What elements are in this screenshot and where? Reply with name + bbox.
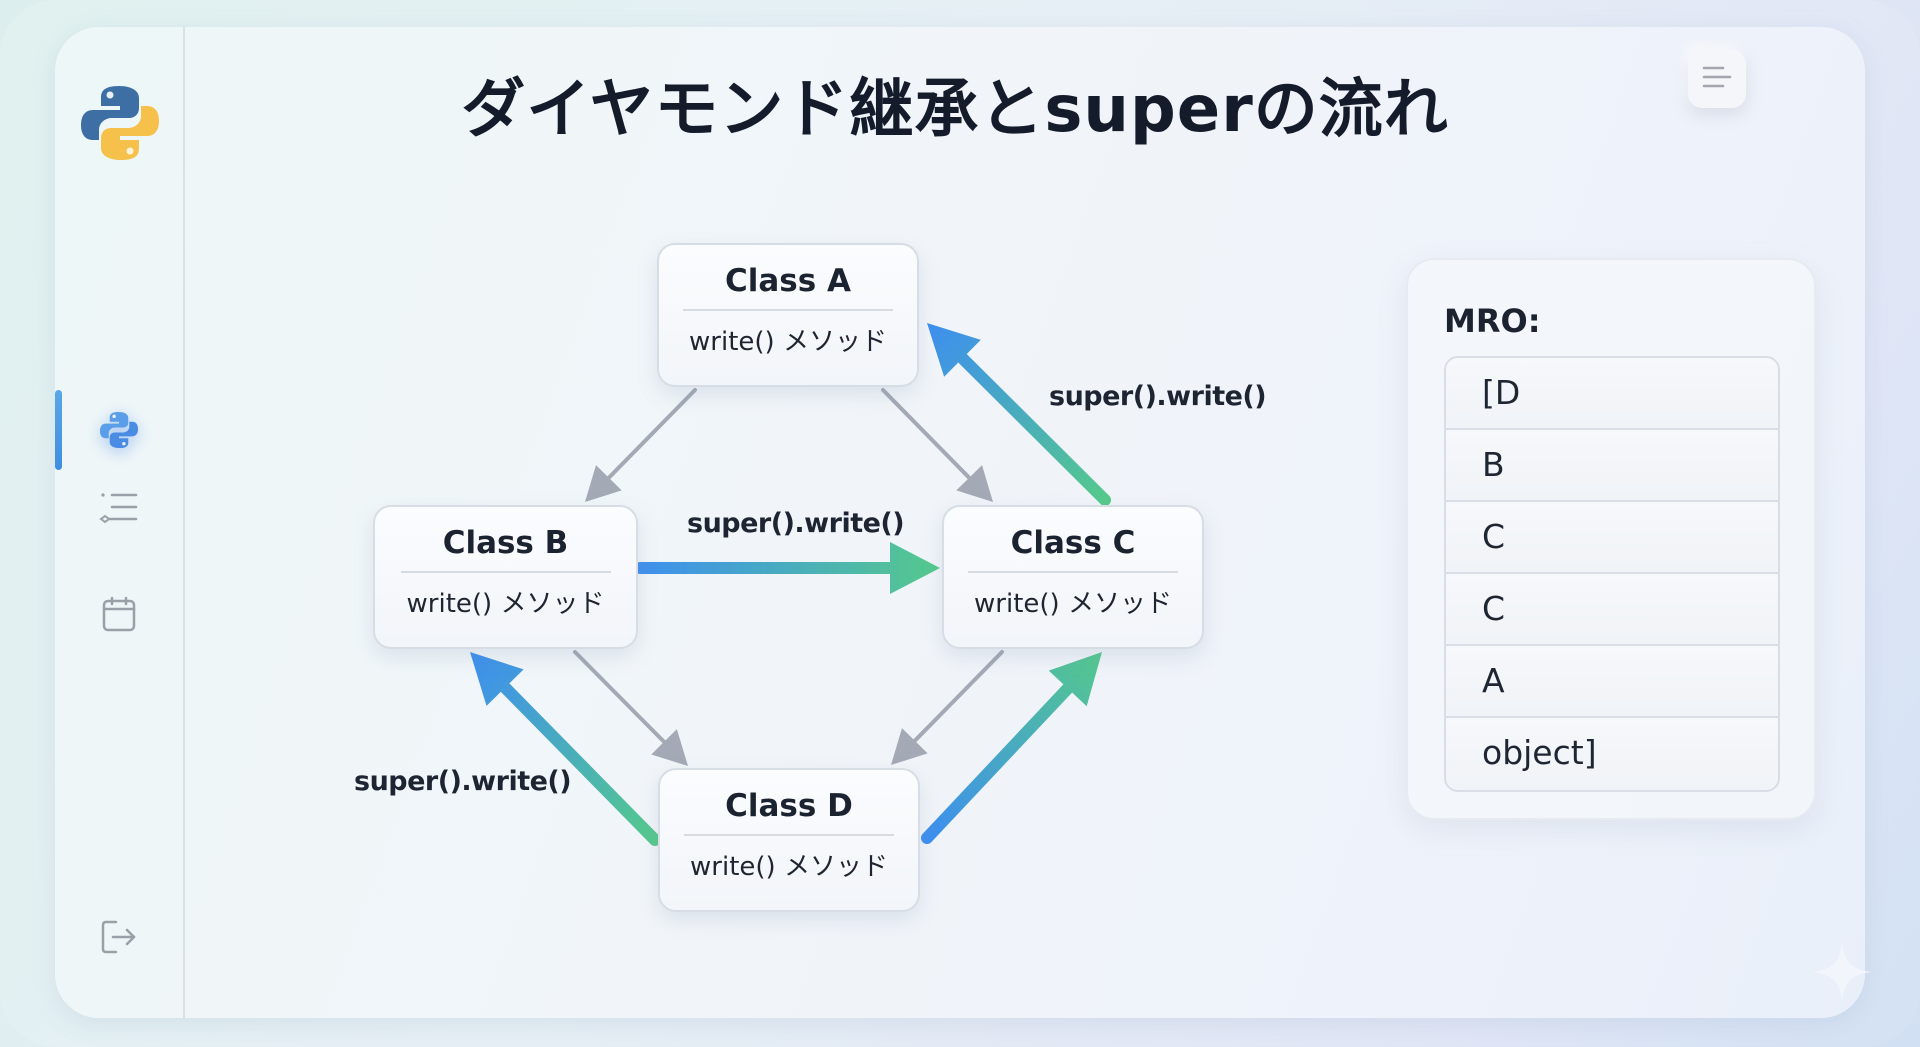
divider xyxy=(400,571,611,573)
class-c-node[interactable]: Class C write() メソッド xyxy=(942,505,1204,649)
sidebar-item-list[interactable] xyxy=(55,468,183,548)
edge-label-b-to-c: super().write() xyxy=(687,508,905,539)
mro-item: C xyxy=(1446,574,1778,646)
class-a-node[interactable]: Class A write() メソッド xyxy=(657,243,919,387)
class-d-node[interactable]: Class D write() メソッド xyxy=(658,768,920,912)
class-c-name: Class C xyxy=(1010,525,1136,561)
divider xyxy=(684,834,894,836)
class-c-method: write() メソッド xyxy=(974,589,1172,619)
mro-item: [D xyxy=(1446,358,1778,430)
mro-title: MRO: xyxy=(1444,302,1541,340)
mro-panel: MRO: [D B C C A object] xyxy=(1406,258,1816,820)
sidebar-item-python[interactable] xyxy=(55,390,183,470)
python-logo-icon xyxy=(79,82,161,164)
divider xyxy=(968,571,1178,573)
mro-list: [D B C C A object] xyxy=(1444,356,1780,792)
python-icon xyxy=(99,410,139,450)
class-b-name: Class B xyxy=(442,525,569,561)
list-icon xyxy=(99,491,139,525)
menu-button[interactable] xyxy=(1688,50,1746,108)
edge-label-d-to-b: super().write() xyxy=(354,766,572,797)
sidebar xyxy=(55,27,185,1018)
class-d-name: Class D xyxy=(725,788,853,824)
edge-label-c-to-a: super().write() xyxy=(1049,381,1267,412)
page-title: ダイヤモンド継承とsuperの流れ xyxy=(461,73,1449,147)
calendar-icon xyxy=(102,596,136,632)
mro-item: B xyxy=(1446,430,1778,502)
sidebar-item-calendar[interactable] xyxy=(55,574,183,654)
hamburger-menu-icon xyxy=(1701,64,1733,94)
active-nav-indicator xyxy=(55,390,62,470)
mro-item: C xyxy=(1446,502,1778,574)
class-a-name: Class A xyxy=(725,263,851,299)
divider xyxy=(683,309,893,311)
sparkle-icon xyxy=(1810,940,1874,1004)
class-d-method: write() メソッド xyxy=(690,852,888,882)
class-b-method: write() メソッド xyxy=(406,589,605,619)
mro-item: object] xyxy=(1446,718,1778,790)
class-b-node[interactable]: Class B write() メソッド xyxy=(373,505,638,649)
sidebar-item-logout[interactable] xyxy=(55,897,183,977)
class-a-method: write() メソッド xyxy=(689,327,887,357)
mro-item: A xyxy=(1446,646,1778,718)
logout-icon xyxy=(100,919,138,955)
